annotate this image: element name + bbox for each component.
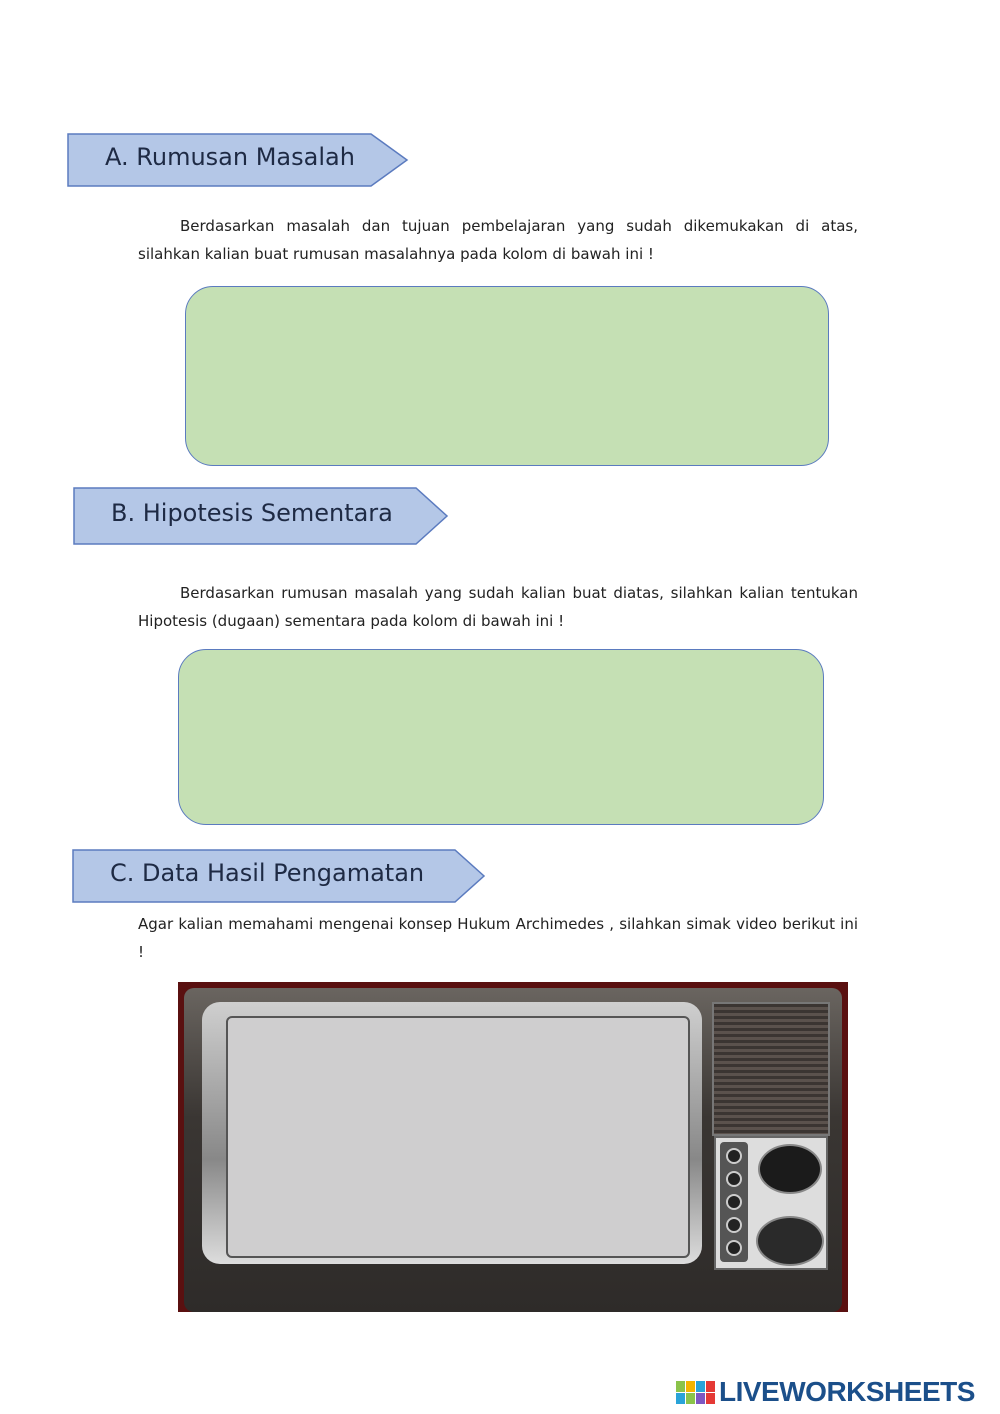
section-b-instruction: Berdasarkan rumusan masalah yang sudah k… [138, 579, 858, 635]
tv-body [184, 988, 842, 1312]
instruction-text: Agar kalian memahami mengenai konsep Huk… [138, 915, 858, 961]
tv-button [726, 1148, 742, 1164]
section-c-instruction: Agar kalian memahami mengenai konsep Huk… [138, 910, 858, 966]
section-b-heading: B. Hipotesis Sementara [111, 499, 393, 527]
section-c-heading: C. Data Hasil Pengamatan [110, 859, 425, 887]
instruction-text: Berdasarkan rumusan masalah yang sudah k… [138, 584, 858, 630]
section-a-instruction: Berdasarkan masalah dan tujuan pembelaja… [138, 212, 858, 268]
tv-button [726, 1171, 742, 1187]
tv-button [726, 1217, 742, 1233]
tv-bezel [202, 1002, 702, 1264]
logo-tiles-icon [676, 1380, 715, 1404]
instruction-text: Berdasarkan masalah dan tujuan pembelaja… [138, 217, 858, 263]
watermark-text: LIVEWORKSHEETS [719, 1376, 975, 1407]
video-tv-frame [178, 982, 848, 1312]
button-column [720, 1142, 748, 1262]
tv-button [726, 1194, 742, 1210]
section-b-banner: B. Hipotesis Sementara [73, 487, 449, 545]
speaker-grille [712, 1002, 830, 1136]
volume-dial-icon [756, 1216, 824, 1266]
liveworksheets-watermark: LIVEWORKSHEETS [676, 1376, 975, 1408]
section-a-heading: A. Rumusan Masalah [105, 143, 355, 171]
video-screen[interactable] [226, 1016, 690, 1258]
rumusan-masalah-answer-box[interactable] [185, 286, 829, 466]
control-panel [714, 1136, 828, 1270]
section-a-banner: A. Rumusan Masalah [67, 133, 409, 187]
tv-button [726, 1240, 742, 1256]
hipotesis-answer-box[interactable] [178, 649, 824, 825]
section-c-banner: C. Data Hasil Pengamatan [72, 849, 486, 903]
channel-dial-icon [758, 1144, 822, 1194]
